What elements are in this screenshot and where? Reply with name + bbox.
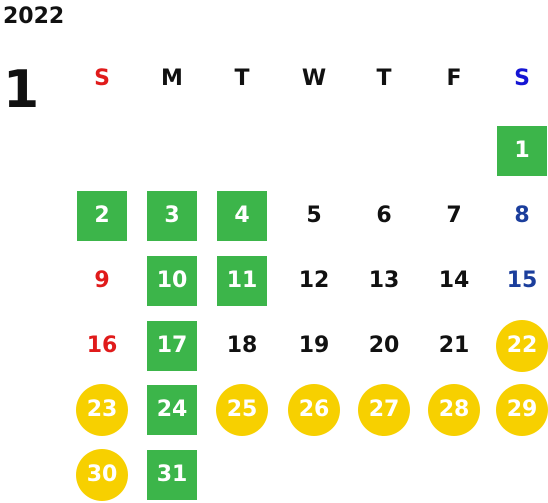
day-cell-21[interactable]: 21: [438, 333, 470, 358]
weekday-header-2: T: [234, 66, 250, 91]
weekday-header-6: S: [514, 66, 530, 91]
day-cell-4[interactable]: 4: [217, 191, 267, 241]
day-cell-11[interactable]: 11: [217, 256, 267, 306]
day-cell-23[interactable]: 23: [76, 384, 128, 436]
day-cell-14[interactable]: 14: [438, 268, 470, 293]
day-cell-30[interactable]: 30: [76, 449, 128, 501]
day-cell-5[interactable]: 5: [306, 203, 322, 228]
day-cell-9[interactable]: 9: [94, 268, 110, 293]
weekday-header-5: F: [446, 66, 462, 91]
day-cell-25[interactable]: 25: [216, 384, 268, 436]
day-cell-16[interactable]: 16: [86, 333, 118, 358]
day-cell-31[interactable]: 31: [147, 450, 197, 500]
day-cell-18[interactable]: 18: [226, 333, 258, 358]
day-cell-15[interactable]: 15: [506, 268, 538, 293]
day-cell-19[interactable]: 19: [298, 333, 330, 358]
day-cell-20[interactable]: 20: [368, 333, 400, 358]
day-cell-8[interactable]: 8: [514, 203, 530, 228]
day-cell-24[interactable]: 24: [147, 385, 197, 435]
year-label: 2022: [3, 4, 65, 29]
weekday-header-1: M: [161, 66, 183, 91]
day-cell-10[interactable]: 10: [147, 256, 197, 306]
weekday-header-4: T: [376, 66, 392, 91]
day-cell-29[interactable]: 29: [496, 384, 548, 436]
day-cell-1[interactable]: 1: [497, 126, 547, 176]
weekday-header-0: S: [94, 66, 110, 91]
day-cell-6[interactable]: 6: [376, 203, 392, 228]
day-cell-17[interactable]: 17: [147, 321, 197, 371]
day-cell-2[interactable]: 2: [77, 191, 127, 241]
day-cell-7[interactable]: 7: [446, 203, 462, 228]
day-cell-22[interactable]: 22: [496, 320, 548, 372]
weekday-header-3: W: [301, 66, 327, 91]
day-cell-3[interactable]: 3: [147, 191, 197, 241]
day-cell-12[interactable]: 12: [298, 268, 330, 293]
month-number: 1: [3, 60, 40, 120]
day-cell-27[interactable]: 27: [358, 384, 410, 436]
day-cell-13[interactable]: 13: [368, 268, 400, 293]
day-cell-28[interactable]: 28: [428, 384, 480, 436]
day-cell-26[interactable]: 26: [288, 384, 340, 436]
